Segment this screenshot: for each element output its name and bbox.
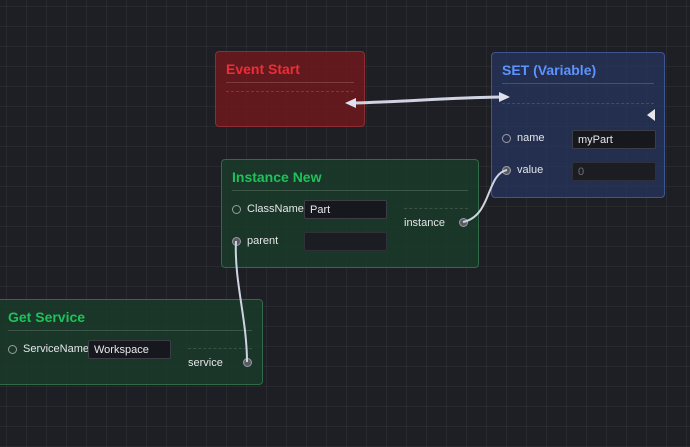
node-instance-new-title: Instance New [232,169,322,185]
servicename-pin-label: ServiceName [23,343,90,355]
node-event-start-title: Event Start [226,61,300,77]
servicename-field[interactable] [88,340,171,359]
node-set-variable-title: SET (Variable) [502,62,597,78]
classname-field[interactable] [304,200,387,219]
exec-wire[interactable] [352,95,504,105]
name-field[interactable] [572,130,656,149]
name-pin-label: name [517,132,545,144]
parent-pin-label: parent [247,235,279,247]
value-pin-label: value [517,164,544,176]
exec-divider [502,103,654,104]
service-output-pin[interactable] [243,358,252,367]
parent-input-pin[interactable] [232,237,241,246]
exec-divider [226,91,354,92]
node-instance-new[interactable]: Instance New ClassName parent instance [221,159,479,268]
value-field[interactable] [572,162,656,181]
node-set-variable[interactable]: SET (Variable) name value [491,52,665,198]
title-divider [502,83,654,84]
instance-pin-label: instance [404,217,445,229]
parent-field[interactable] [304,232,387,251]
service-pin-label: service [188,357,223,369]
name-input-pin[interactable] [502,134,511,143]
exec-input-triangle-icon[interactable] [647,109,655,121]
output-divider [188,348,252,349]
node-event-start[interactable]: Event Start [215,51,365,127]
node-get-service-title: Get Service [8,309,86,325]
servicename-input-pin[interactable] [8,345,17,354]
node-get-service[interactable]: Get Service ServiceName service [0,299,263,385]
title-divider [226,82,354,83]
output-divider [404,208,468,209]
classname-pin-label: ClassName [247,203,304,215]
instance-output-pin[interactable] [459,218,468,227]
title-divider [232,190,468,191]
value-input-pin[interactable] [502,166,511,175]
classname-input-pin[interactable] [232,205,241,214]
title-divider [8,330,252,331]
